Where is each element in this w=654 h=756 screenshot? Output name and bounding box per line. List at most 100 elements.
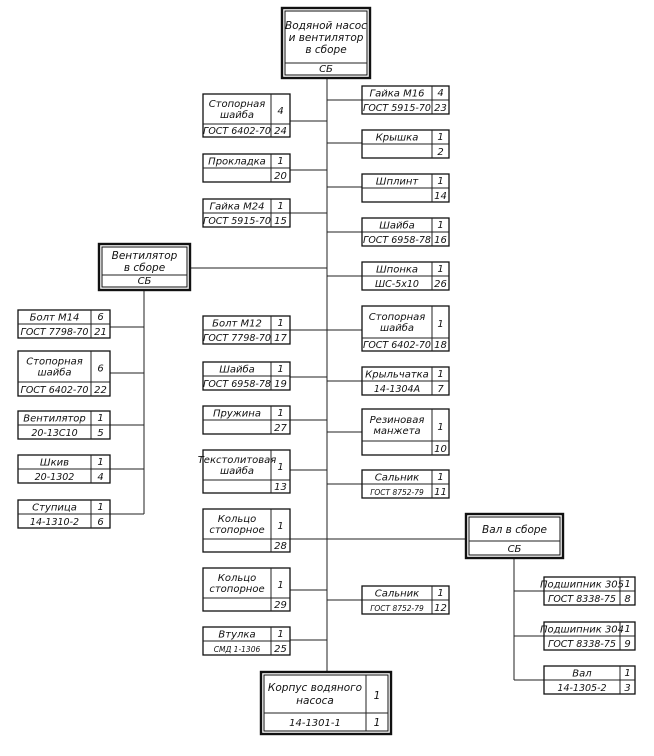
part-code-fan: 20-13С10 — [31, 428, 77, 439]
shaft-assembly-box-code: СБ — [508, 544, 522, 555]
part-pos-washer_l: 19 — [274, 379, 287, 390]
part-name-washer_r: Шайба — [379, 220, 415, 232]
part-code-nut_m16: ГОСТ 5915-70 — [363, 103, 431, 114]
part-pos-gland_1: 11 — [434, 487, 447, 498]
part-name-textolite_washer: шайба — [220, 465, 254, 477]
part-name-fan: Вентилятор — [23, 414, 86, 425]
part-name-gland_1: Сальник — [375, 473, 419, 484]
part-qty-bushing: 1 — [277, 629, 283, 640]
part-pos-nut_m24: 15 — [274, 216, 287, 227]
part-qty-nut_m16: 4 — [437, 88, 443, 99]
part-qty-gland_2: 1 — [437, 588, 443, 599]
housing-qty: 1 — [374, 690, 381, 702]
part-code-stop_washer_l: ГОСТ 6402-70 — [203, 126, 271, 137]
part-name-bearing_304: Подшипник 304 — [540, 625, 624, 636]
part-qty-bearing_304: 1 — [624, 624, 630, 635]
part-box-stop_washer_r — [361, 305, 450, 352]
housing-box — [259, 670, 393, 736]
part-name-washer_l: Шайба — [219, 364, 255, 376]
part-pos-bolt_m12: 17 — [274, 333, 287, 344]
part-name-hub: Ступица — [32, 503, 77, 514]
part-pos-bearing_305: 8 — [624, 594, 630, 605]
part-qty-textolite_washer: 1 — [277, 462, 283, 473]
part-name-gasket: Прокладка — [208, 157, 266, 168]
part-name-pulley: Шкив — [40, 458, 69, 469]
part-qty-cover: 1 — [437, 132, 443, 143]
part-pos-spring: 27 — [274, 423, 287, 434]
main-assembly-box-inner — [284, 10, 368, 76]
fan-assembly-box-code: СБ — [138, 276, 152, 287]
shaft-assembly-box — [464, 512, 565, 560]
part-pos-shaft: 3 — [624, 683, 630, 694]
part-code-nut_m24: ГОСТ 5915-70 — [203, 216, 271, 227]
part-pos-rubber_cuff: 10 — [434, 444, 447, 455]
part-name-ring_1: стопорное — [209, 525, 264, 536]
housing-box-inner — [263, 674, 389, 732]
part-qty-washer_r: 1 — [437, 220, 443, 231]
part-name-rubber_cuff: манжета — [373, 426, 420, 437]
part-qty-stop_washer_l: 4 — [277, 106, 283, 117]
part-box-textolite_washer — [202, 449, 291, 494]
part-name-bolt_m12: Болт М12 — [212, 319, 262, 330]
part-pos-fan_stop_washer: 22 — [94, 385, 107, 396]
part-pos-hub: 6 — [97, 517, 103, 528]
part-name-stop_washer_l: Стопорная — [209, 99, 266, 110]
part-pos-cover: 2 — [437, 147, 443, 158]
part-name-ring_2: Кольцо — [218, 573, 256, 584]
part-qty-fan_stop_washer: 6 — [97, 364, 103, 375]
part-pos-cotter: 14 — [434, 191, 447, 202]
main-assembly-box-code: СБ — [319, 64, 333, 75]
part-qty-gland_1: 1 — [437, 472, 443, 483]
fan-assembly-box-title: в сборе — [124, 262, 165, 274]
shaft-assembly-box-inner — [468, 516, 561, 556]
part-name-stop_washer_r: шайба — [380, 322, 414, 334]
part-pos-bolt_m14: 21 — [94, 327, 107, 338]
part-name-ring_1: Кольцо — [218, 514, 256, 525]
part-code-key: ШС-5х10 — [375, 279, 419, 290]
part-name-nut_m16: Гайка М16 — [370, 89, 425, 100]
main-assembly-box-title: и вентилятор — [289, 32, 364, 44]
part-code-bolt_m14: ГОСТ 7798-70 — [21, 327, 89, 338]
part-code-gland_2: ГОСТ 8752-79 — [370, 604, 424, 613]
part-qty-impeller: 1 — [437, 369, 443, 380]
part-pos-stop_washer_r: 18 — [434, 340, 447, 351]
housing-pos: 1 — [374, 717, 381, 729]
part-box-ring_1 — [202, 508, 291, 553]
fan-assembly-box — [97, 242, 192, 292]
part-code-impeller: 14-1304А — [374, 384, 420, 395]
part-pos-impeller: 7 — [437, 384, 444, 395]
part-code-fan_stop_washer: ГОСТ 6402-70 — [21, 385, 89, 396]
part-name-nut_m24: Гайка М24 — [210, 202, 265, 213]
part-pos-bearing_304: 9 — [624, 639, 630, 650]
part-pos-ring_1: 28 — [274, 541, 287, 552]
part-qty-ring_2: 1 — [277, 580, 283, 591]
part-qty-bearing_305: 1 — [624, 579, 630, 590]
part-qty-nut_m24: 1 — [277, 201, 283, 212]
part-pos-stop_washer_l: 24 — [274, 126, 287, 137]
part-pos-ring_2: 29 — [274, 600, 287, 611]
part-name-rubber_cuff: Резиновая — [370, 415, 425, 426]
part-qty-hub: 1 — [97, 502, 103, 513]
main-assembly-box-title: в сборе — [305, 44, 346, 56]
part-qty-shaft: 1 — [624, 668, 630, 679]
part-code-stop_washer_r: ГОСТ 6402-70 — [363, 340, 431, 351]
fan-assembly-box-inner — [101, 246, 188, 288]
part-qty-fan: 1 — [97, 413, 103, 424]
part-box-stop_washer_l — [202, 93, 291, 138]
part-qty-ring_1: 1 — [277, 521, 283, 532]
part-code-hub: 14-1310-2 — [30, 517, 79, 528]
part-name-bushing: Втулка — [218, 630, 255, 641]
part-name-ring_2: стопорное — [209, 584, 264, 595]
main-assembly-box — [280, 6, 372, 80]
part-box-rubber_cuff — [361, 408, 450, 456]
part-qty-gasket: 1 — [277, 156, 283, 167]
part-name-impeller: Крыльчатка — [365, 370, 429, 381]
part-code-washer_r: ГОСТ 6958-78 — [363, 235, 431, 246]
part-qty-spring: 1 — [277, 408, 283, 419]
part-name-stop_washer_r: Стопорная — [369, 312, 426, 323]
part-pos-fan: 5 — [97, 428, 103, 439]
shaft-assembly-box-title: Вал в сборе — [482, 524, 547, 536]
part-code-bearing_304: ГОСТ 8338-75 — [548, 639, 616, 650]
part-qty-washer_l: 1 — [277, 364, 283, 375]
part-pos-pulley: 4 — [97, 472, 103, 483]
